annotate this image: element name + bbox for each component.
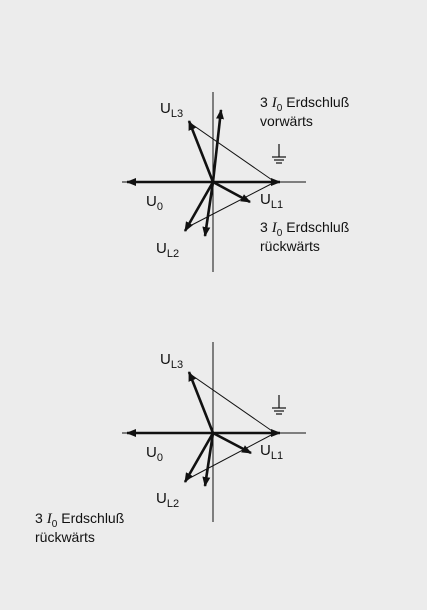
phasor-i0-backward [202,432,215,487]
phasor-u-l2 [183,181,215,232]
label-u-0: U0 [146,444,163,464]
label-u-l1: UL1 [260,191,283,211]
ground-icon [272,144,286,164]
phasor-i0-backward [202,181,215,237]
label-u-0: U0 [146,193,163,213]
phasor-u-l3 [187,120,215,183]
ground-icon [272,395,286,415]
phasor-i-l1 [212,431,252,455]
label-u-l2: UL2 [156,240,179,260]
triangle-side-l3-l1 [189,122,276,183]
annotation-forward-line2: vorwärts [260,113,313,129]
triangle-side-l2-l1 [185,181,276,229]
label-u-l3: UL3 [160,100,183,120]
phasor-i0-forward [211,109,224,183]
phasor-i-l1 [212,180,251,204]
label-u-l2: UL2 [156,490,179,510]
label-u-l1: UL1 [260,442,283,462]
label-u-l3: UL3 [160,351,183,371]
phasor-u-l3 [187,371,215,434]
annotation-backward-line2: rückwärts [260,238,320,254]
triangle-side-l2-l1 [185,432,276,481]
phasor-u-l2 [183,432,215,483]
triangle-side-l3-l1 [189,373,276,434]
annotation-backward-line2: rückwärts [35,529,95,545]
